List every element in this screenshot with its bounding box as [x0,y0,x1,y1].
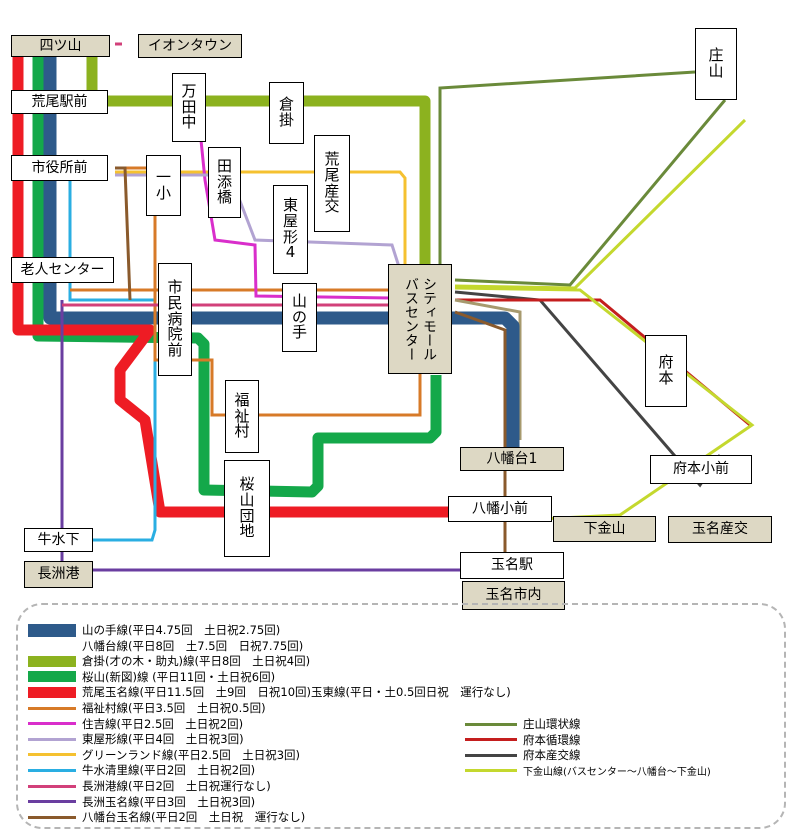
legend-label: 庄山環状線 [523,717,581,731]
route-yahatadai-tamana [454,310,507,560]
stop-tamana-shinai: 玉名市内 [462,581,565,610]
legend-label: 長洲港線(平日2回 土日祝運行なし) [82,779,271,793]
legend-swatch [28,815,76,819]
legend-item-left: 長洲港線(平日2回 土日祝運行なし) [28,779,271,793]
route-shimokanayama-2 [454,118,747,290]
route-higashi-yagata [115,173,402,271]
legend-label: 長洲玉名線(平日3回 土日祝3回) [82,794,256,809]
city-mall-line1: シティモール [421,277,437,361]
stop-nagasuko: 長洲港 [24,561,93,588]
stop-kurakake: 倉 掛 [269,82,304,144]
legend-swatch [465,753,517,757]
legend-item-left: 荒尾玉名線(平日11.5回 土9回 日祝10回)玉東線(平日・土0.5回日祝 運… [28,685,511,699]
legend-swatch [28,768,76,772]
legend-swatch [28,655,76,667]
stop-city-mall-bus-center: シティモール バスセンター [388,264,452,374]
legend-item-left: 桜山(新図)線 (平日11回・土日祝6回) [28,670,275,684]
legend-item-left: 倉掛(才の木・助丸)線(平日8回 土日祝4回) [28,654,310,668]
legend-swatch [465,738,517,742]
stop-manda-naka: 万 田 中 [172,73,206,142]
stop-arao-sanko: 荒 尾 産 交 [314,135,350,232]
legend-swatch [28,722,76,726]
city-mall-line2: バスセンター [403,277,419,361]
stop-sakurayama-danchi: 桜 山 団 地 [224,460,270,557]
route-brown-2 [115,166,132,301]
stop-fukushimura: 福 祉 村 [225,380,259,453]
legend-item-right: 府本循環線 [465,733,581,747]
stop-yahatadai-1: 八幡台1 [460,447,564,471]
route-greenland [115,170,407,270]
legend-swatch [465,722,517,726]
city-mall-label: シティモール バスセンター [403,277,437,361]
legend-label: 山の手線(平日4.75回 土日祝2.75回) [82,623,281,637]
stop-aeon-town: イオンタウン [138,34,242,58]
legend-label: 東屋形線(平日4回 土日祝3回) [82,732,244,747]
legend-item-left: 長洲玉名線(平日3回 土日祝3回) [28,795,255,809]
stop-arao-ekimae: 荒尾駅前 [11,90,108,114]
legend-label: 倉掛(才の木・助丸)線(平日8回 土日祝4回) [82,654,311,669]
legend-swatch [28,706,76,710]
stop-shimin-byoin-mae: 市 民 病 院 前 [158,263,192,376]
stop-yotsuyama: 四ツ山 [11,35,110,57]
legend-item-right: 府本産交線 [465,748,581,762]
stop-fumoto: 府 本 [645,335,687,407]
legend-swatch [28,753,76,757]
route-shoyama-2 [454,99,727,287]
legend-swatch [28,737,76,741]
stop-yahata-shomae: 八幡小前 [448,496,552,522]
legend-swatch [465,769,517,773]
route-ushimizu [68,172,157,542]
stop-taso-bashi: 田 添 橋 [208,147,241,218]
legend-swatch [28,686,76,698]
legend-item-right: 庄山環状線 [465,717,581,731]
legend-item-left: 福祉村線(平日3.5回 土日祝0.5回) [28,701,266,715]
legend-swatch [28,784,76,788]
legend-item-left: 山の手線(平日4.75回 土日祝2.75回) [28,623,280,637]
stop-tamana-eki: 玉名駅 [460,552,564,579]
legend-item-left: 八幡台玉名線(平日2回 土日祝 運行なし) [28,810,305,824]
legend-label: グリーンランド線(平日2.5回 土日祝3回) [82,747,301,762]
legend-label: 下金山線(バスセンター～八幡台～下金山) [523,767,711,779]
legend-label: 八幡台線(平日8回 土7.5回 日祝7.75回) [82,638,304,653]
legend-label: 府本循環線 [523,732,581,747]
route-kurakake [86,45,431,270]
route-yahatadai [454,298,522,440]
legend-label: 荒尾玉名線(平日11.5回 土9回 日祝10回)玉東線(平日・土0.5回日祝 運… [82,685,511,700]
legend-swatch [28,645,76,647]
legend-panel [16,603,786,829]
stop-rojin-center: 老人センター [11,257,114,283]
route-shoyama [438,70,696,270]
legend-item-left: 住吉線(平日2.5回 土日祝2回) [28,717,243,731]
legend-label: 住吉線(平日2.5回 土日祝2回) [82,716,244,731]
legend-swatch [28,671,76,683]
legend-label: 府本産交線 [523,748,581,763]
stop-higashi-yagata-4: 東 屋 形 4 [273,185,308,274]
legend-label: 桜山(新図)線 (平日11回・土日祝6回) [82,669,276,684]
stop-yamanote: 山 の 手 [282,283,317,352]
legend-item-right: 下金山線(バスセンター～八幡台～下金山) [465,764,711,778]
stop-tamana-sanko: 玉名産交 [668,516,772,543]
legend-label: 八幡台玉名線(平日2回 土日祝 運行なし) [82,810,306,825]
route-arao-tamana [12,45,450,518]
stop-ushimizu-shita: 牛水下 [24,528,93,552]
stop-shiyakusho-mae: 市役所前 [11,155,108,181]
legend-label: 牛水清里線(平日2回 土日祝2回) [82,763,256,778]
stop-shimokanayama: 下金山 [553,516,656,542]
legend-label: 福祉村線(平日3.5回 土日祝0.5回) [82,701,266,715]
legend-item-left: グリーンランド線(平日2.5回 土日祝3回) [28,748,300,762]
legend-item-left: 牛水清里線(平日2回 土日祝2回) [28,763,255,777]
legend-swatch [28,623,76,637]
stop-isho: 一 小 [146,155,181,216]
stop-shoyama: 庄 山 [695,28,737,100]
legend-item-left: 八幡台線(平日8回 土7.5回 日祝7.75回) [28,639,303,653]
legend-swatch [28,800,76,804]
stop-fumoto-shomae: 府本小前 [650,455,752,484]
route-sumiyoshi [198,129,393,300]
legend-item-left: 東屋形線(平日4回 土日祝3回) [28,732,244,746]
